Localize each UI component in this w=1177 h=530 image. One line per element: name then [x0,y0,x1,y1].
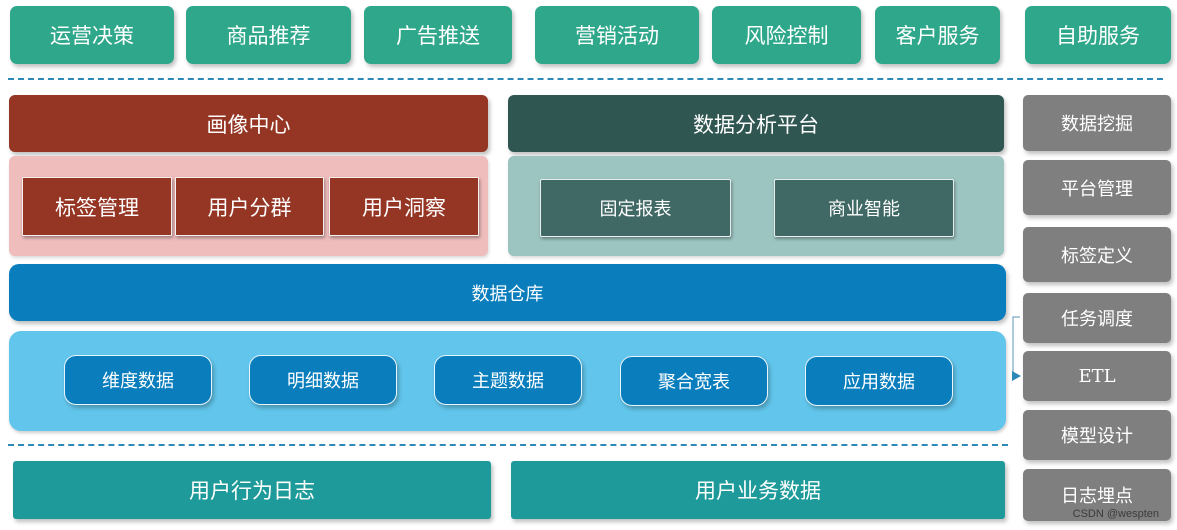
analysis-platform-title: 数据分析平台 [508,95,1004,152]
warehouse-layer-detail: 明细数据 [249,355,397,405]
watermark: CSDN @wespten [1072,508,1159,520]
profile-center-title: 画像中心 [9,95,488,152]
app-product-recommend: 商品推荐 [186,6,351,64]
analysis-item-fixed-report: 固定报表 [540,179,731,237]
side-task-scheduling: 任务调度 [1023,293,1171,343]
data-warehouse-title: 数据仓库 [9,264,1006,321]
side-model-design: 模型设计 [1023,410,1171,460]
side-etl: ETL [1023,351,1171,401]
side-tag-definition: 标签定义 [1023,227,1171,282]
app-marketing: 营销活动 [535,6,699,64]
app-self-service: 自助服务 [1025,6,1171,64]
profile-item-user-segmentation: 用户分群 [175,177,324,236]
profile-item-tag-management: 标签管理 [22,177,172,236]
app-risk-control: 风险控制 [712,6,861,64]
warehouse-layer-aggregate: 聚合宽表 [620,356,768,406]
side-log-tracking: 日志埋点 [1023,469,1171,521]
profile-item-user-insight: 用户洞察 [329,177,479,236]
source-user-business-data: 用户业务数据 [511,461,1005,519]
app-ad-push: 广告推送 [364,6,512,64]
warehouse-layer-subject: 主题数据 [434,355,582,405]
app-customer-service: 客户服务 [875,6,1000,64]
side-platform-management: 平台管理 [1023,160,1171,215]
source-user-behavior-log: 用户行为日志 [13,461,491,519]
bottom-dashed-divider [8,444,1008,446]
warehouse-layer-application: 应用数据 [805,356,953,406]
etl-connector-arrow-icon [1012,316,1021,381]
analysis-item-business-intelligence: 商业智能 [774,179,954,237]
app-operation-decision: 运营决策 [10,6,174,64]
side-data-mining: 数据挖掘 [1023,95,1171,151]
warehouse-layer-dimension: 维度数据 [64,355,212,405]
top-dashed-divider [8,78,1163,80]
